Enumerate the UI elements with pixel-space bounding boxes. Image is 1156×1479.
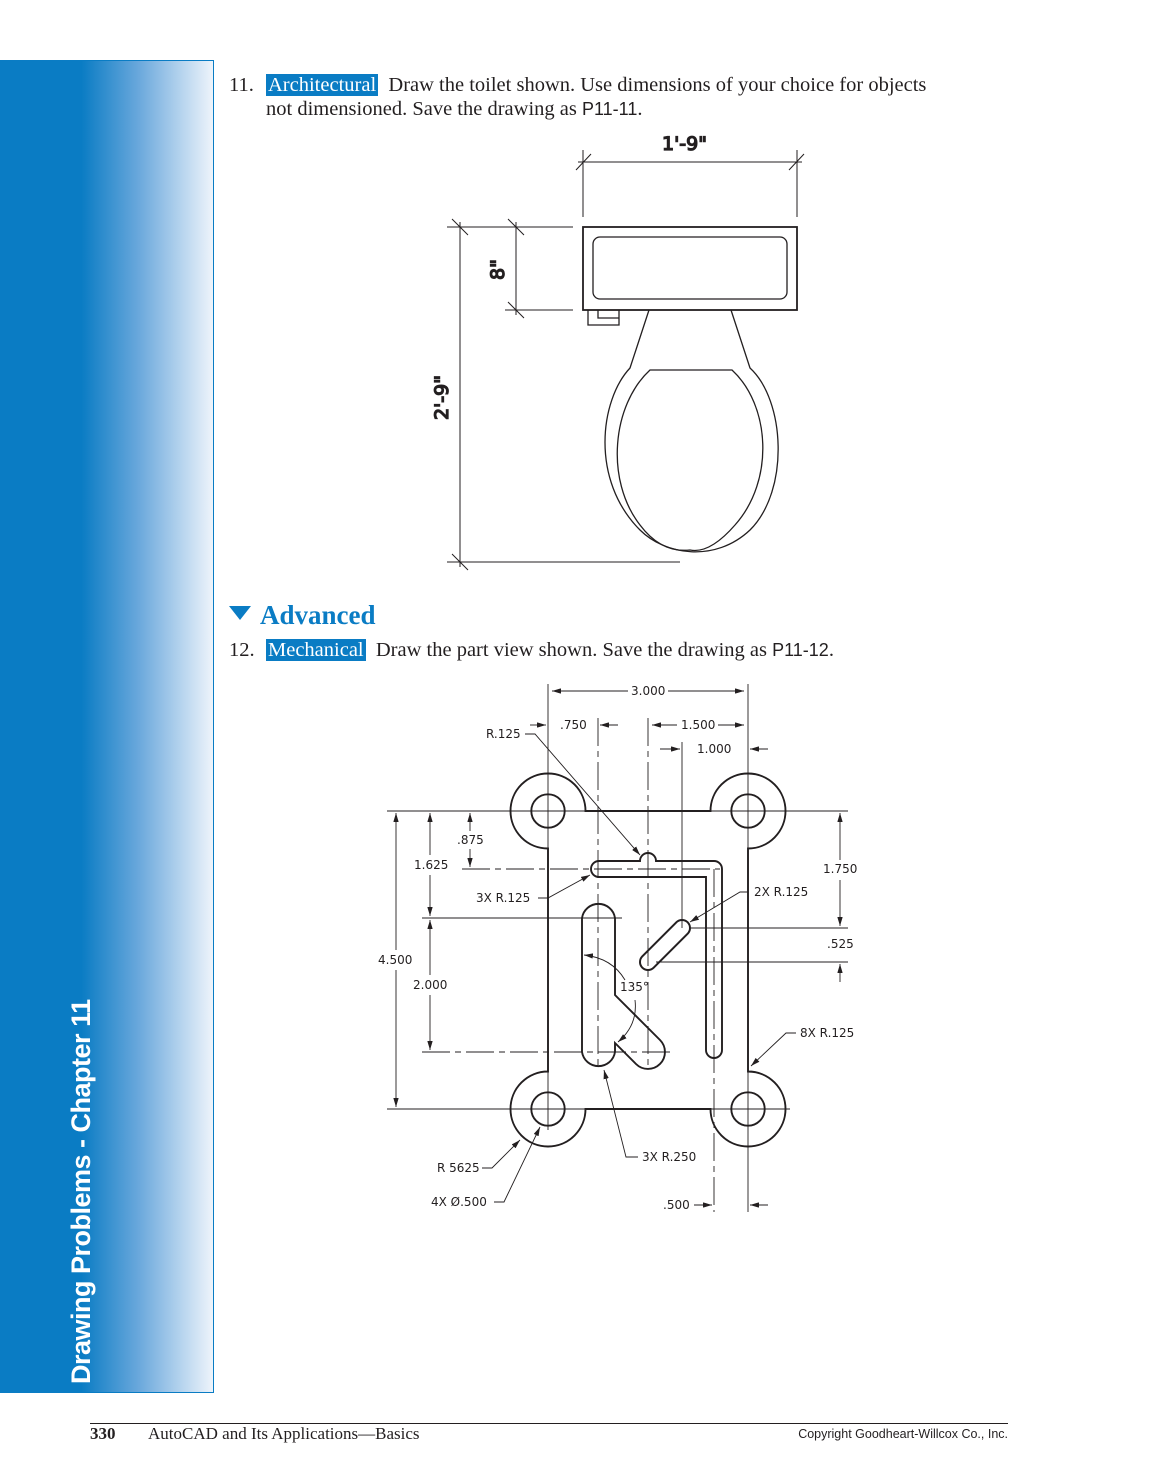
dim-1000: 1.000 (697, 742, 731, 756)
dim-width: 1'-9" (662, 133, 707, 155)
dim-r125: R.125 (486, 727, 521, 741)
dim-500: .500 (663, 1198, 690, 1212)
part-drawing: 3.000 .750 1.500 1.000 R.125 .875 1.625 … (378, 684, 857, 1212)
dim-1500: 1.500 (681, 718, 715, 732)
dim-1625: 1.625 (414, 858, 448, 872)
problem-text: not dimensioned. Save the drawing as (266, 98, 577, 120)
category-tag: Mechanical (266, 639, 366, 661)
triangle-icon (229, 606, 251, 620)
problem-11: 11. Architectural Draw the toilet shown.… (229, 74, 927, 120)
dim-angle: 135° (620, 980, 649, 994)
dim-1750: 1.750 (823, 862, 857, 876)
dim-3000: 3.000 (631, 684, 665, 698)
problem-12: 12. Mechanical Draw the part view shown.… (229, 639, 834, 661)
dim-750: .750 (560, 718, 587, 732)
problem-text: Draw the toilet shown. Use dimensions of… (388, 74, 927, 96)
file-name: P11-12 (772, 640, 829, 660)
file-name: P11-11 (581, 99, 638, 119)
section-heading: Advanced (229, 600, 376, 631)
footer-divider (90, 1423, 1008, 1424)
dim-r5625: R 5625 (437, 1161, 480, 1175)
dim-tank: 8" (487, 259, 509, 280)
book-title: AutoCAD and Its Applications—Basics (148, 1424, 420, 1443)
toilet-drawing: 1'-9" 2'-9" 8" (430, 132, 805, 571)
chapter-sidebar: Drawing Problems - Chapter 11 (0, 60, 214, 1393)
problem-number: 11. (229, 74, 254, 96)
dim-875: .875 (457, 833, 484, 847)
dim-r125-3x: 3X R.125 (476, 891, 530, 905)
dim-r250-3x: 3X R.250 (642, 1150, 696, 1164)
problem-number: 12. (229, 639, 255, 661)
problem-text: Draw the part view shown. Save the drawi… (375, 639, 767, 661)
dim-dia500-4x: 4X Ø.500 (431, 1195, 487, 1209)
dim-525: .525 (827, 937, 854, 951)
category-tag: Architectural (266, 74, 379, 96)
dim-r125-2x: 2X R.125 (754, 885, 808, 899)
dim-2000: 2.000 (413, 978, 447, 992)
page-number: 330 (90, 1424, 116, 1443)
dim-r125-8x: 8X R.125 (800, 1026, 854, 1040)
dim-height: 2'-9" (431, 375, 453, 420)
copyright: Copyright Goodheart-Willcox Co., Inc. (798, 1427, 1008, 1441)
dim-4500: 4.500 (378, 953, 412, 967)
